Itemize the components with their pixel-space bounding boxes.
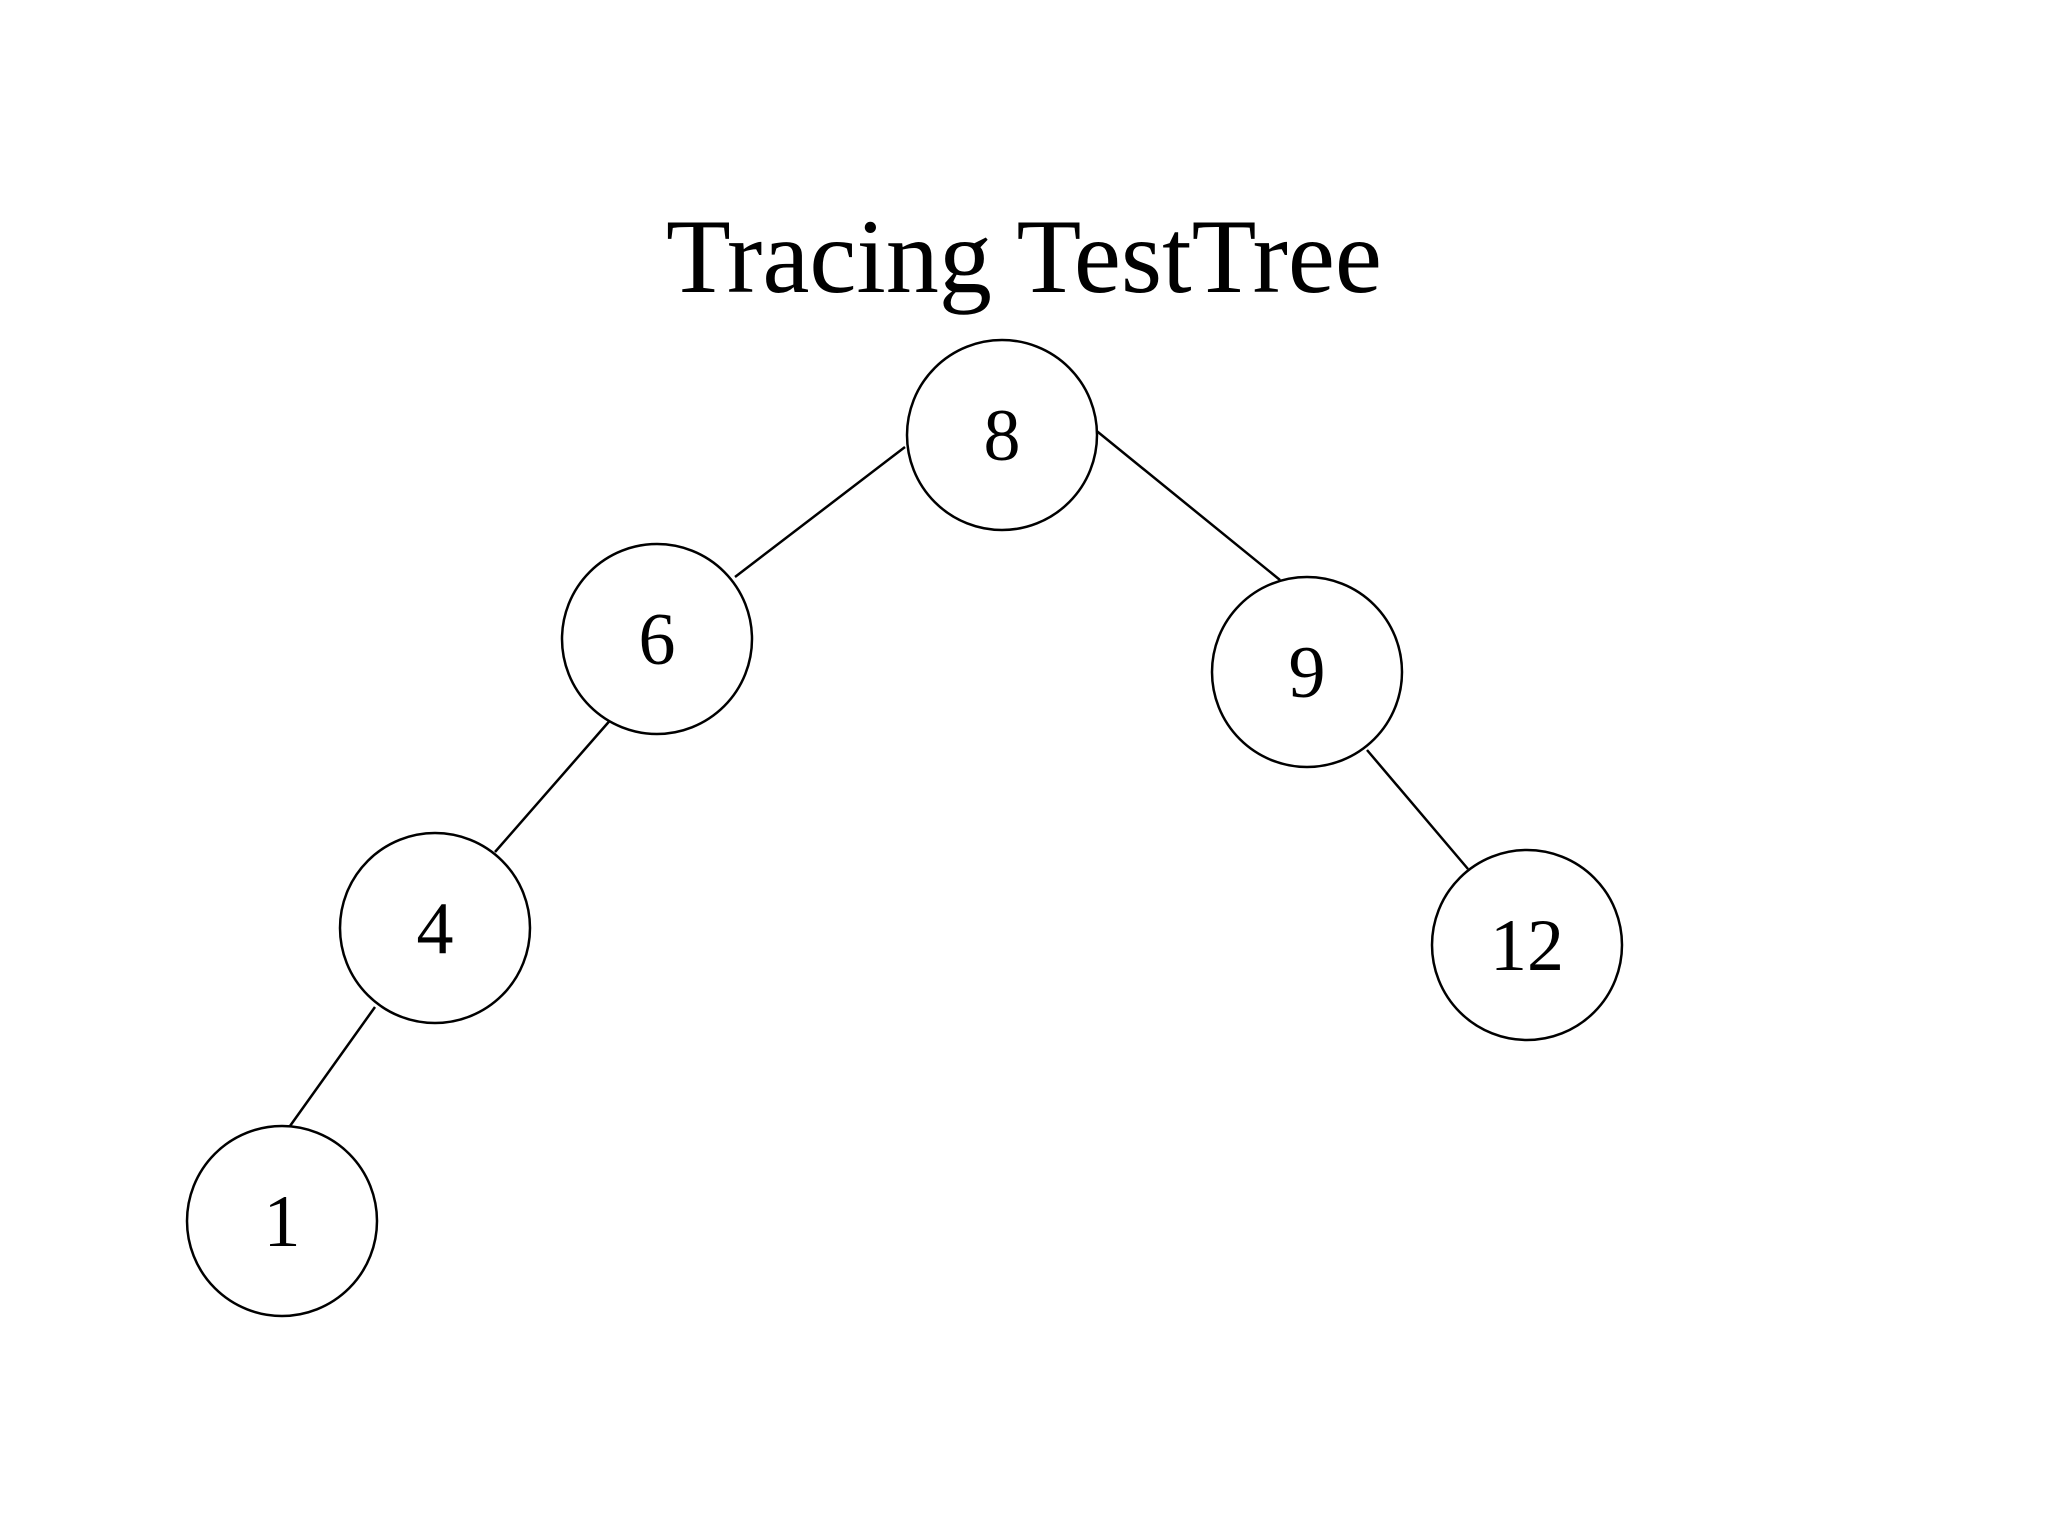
- tree-node-4: 4: [338, 831, 532, 1025]
- edge-8-6: [734, 446, 906, 578]
- node-8-circle: [905, 338, 1099, 532]
- node-9-circle: [1210, 575, 1404, 769]
- node-6-circle: [560, 542, 754, 736]
- edge-4-1: [288, 1006, 377, 1127]
- nodes-layer: 8 6 9 4 12 1: [185, 338, 1624, 1318]
- node-1-circle: [185, 1124, 379, 1318]
- node-8-label: 8: [984, 395, 1021, 477]
- node-12-circle: [1430, 848, 1624, 1042]
- tree-node-8: 8: [905, 338, 1099, 532]
- node-4-label: 4: [417, 888, 454, 970]
- tree-node-1: 1: [185, 1124, 379, 1318]
- tree-node-12: 12: [1430, 848, 1624, 1042]
- node-4-circle: [338, 831, 532, 1025]
- tree-node-6: 6: [560, 542, 754, 736]
- edge-8-9: [1092, 427, 1281, 581]
- tree-node-9: 9: [1210, 575, 1404, 769]
- edge-9-12: [1366, 749, 1469, 870]
- node-9-label: 9: [1289, 632, 1326, 714]
- edge-6-4: [494, 716, 614, 853]
- edges-layer: [288, 427, 1469, 1127]
- node-6-label: 6: [639, 599, 676, 681]
- slide-title: Tracing TestTree: [666, 198, 1382, 315]
- node-1-label: 1: [264, 1181, 301, 1263]
- node-12-label: 12: [1490, 905, 1564, 987]
